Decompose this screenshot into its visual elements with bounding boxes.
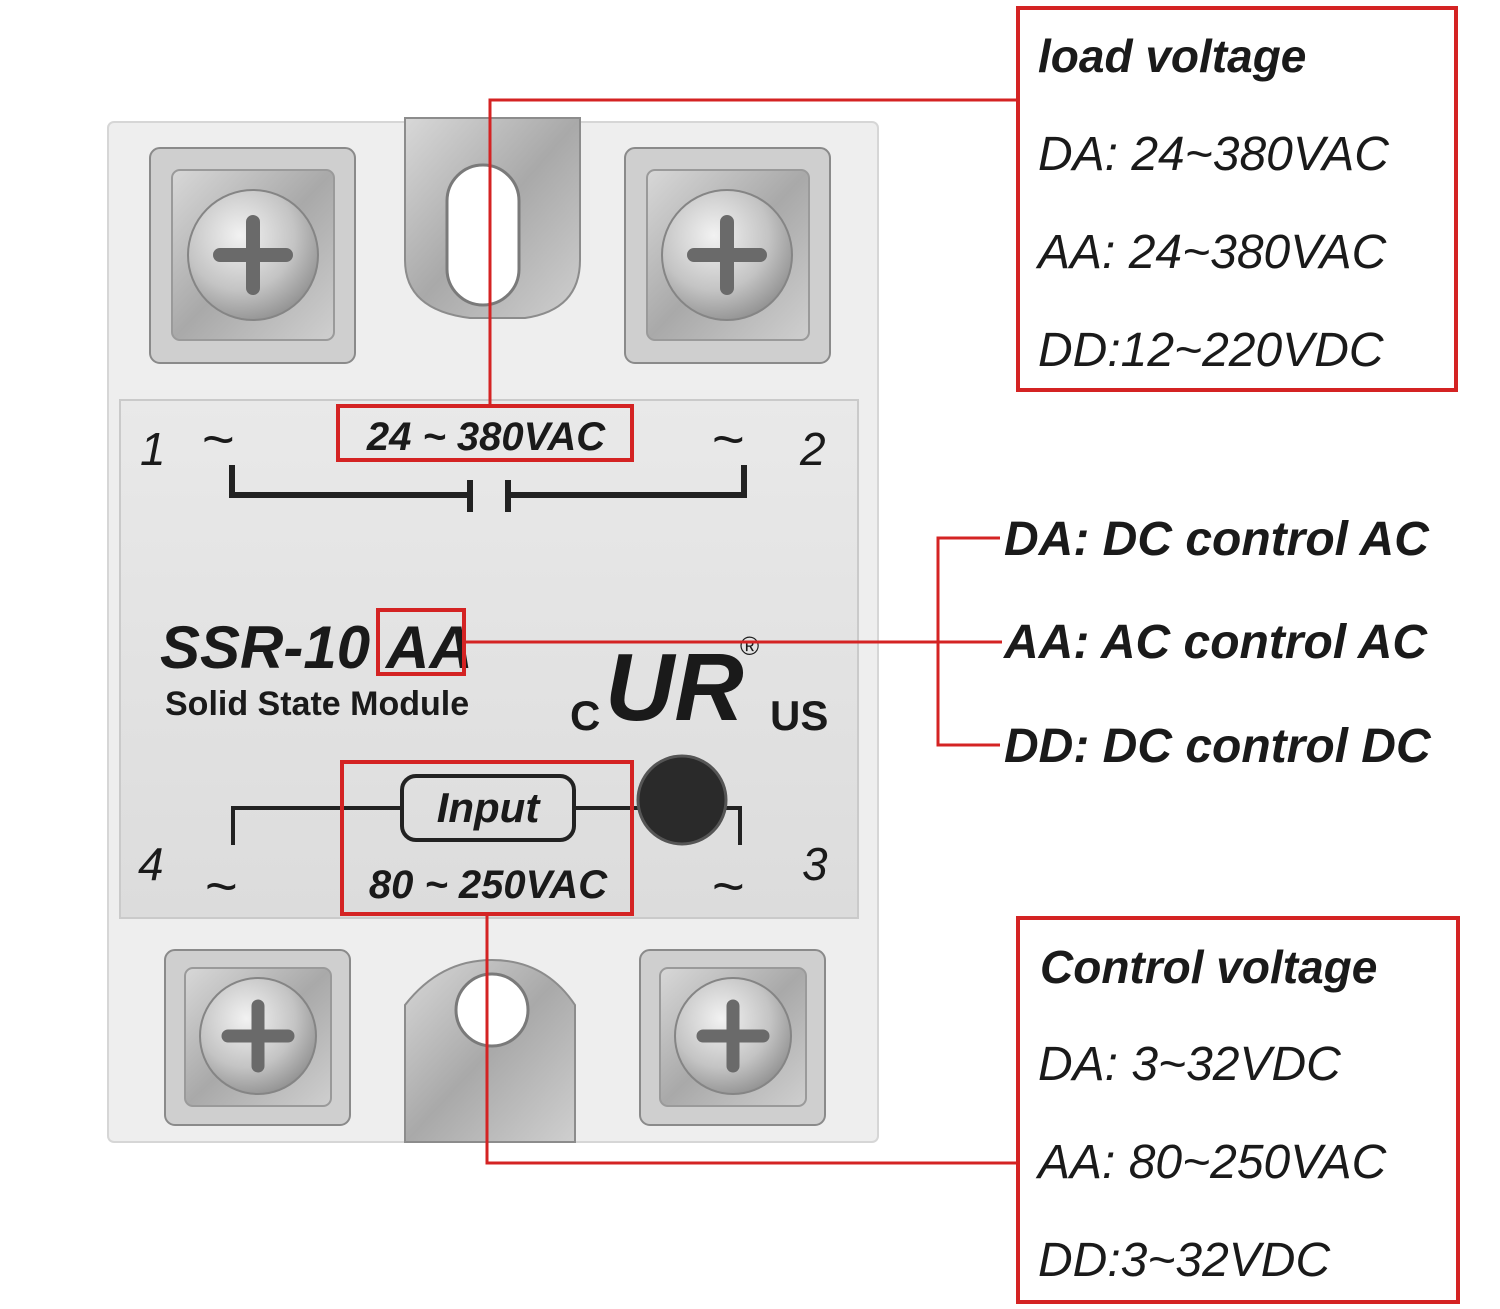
label-plate — [119, 399, 859, 919]
type-bracket — [936, 536, 1000, 747]
terminal-screw-2 — [624, 147, 831, 364]
terminal-screw-4 — [164, 949, 351, 1126]
ac-symbol-3: ~ — [712, 854, 745, 917]
control-leader-line — [485, 914, 1018, 1165]
status-led — [636, 754, 728, 846]
terminal-screw-1 — [149, 147, 356, 364]
certification-mark: C UR ® US — [570, 631, 828, 741]
load-voltage-box: load voltage DA: 24~380VAC AA: 24~380VAC… — [1016, 6, 1458, 392]
registered-mark: ® — [740, 631, 759, 661]
control-voltage-line-aa: AA: 80~250VAC — [1035, 1136, 1387, 1189]
load-voltage-line-da: DA: 24~380VAC — [1038, 128, 1389, 181]
load-voltage-line-aa: AA: 24~380VAC — [1035, 226, 1387, 279]
module-subtitle: Solid State Module — [165, 685, 469, 723]
cert-us-label: US — [770, 692, 828, 739]
ac-symbol-4: ~ — [205, 854, 238, 917]
model-prefix: SSR-10 — [160, 614, 370, 681]
load-leader-line — [488, 98, 1018, 406]
input-label: Input — [437, 784, 542, 831]
load-contact-symbol — [229, 465, 747, 512]
cert-c-label: C — [570, 692, 600, 739]
type-line-dd: DD: DC control DC — [1004, 720, 1432, 773]
control-voltage-line-dd: DD:3~32VDC — [1038, 1234, 1330, 1287]
bottom-mounting-bracket — [404, 958, 576, 1143]
input-rating-label: 80 ~ 250VAC — [369, 863, 608, 907]
control-voltage-box: Control voltage DA: 3~32VDC AA: 80~250VA… — [1016, 916, 1460, 1304]
top-mounting-bracket — [404, 117, 581, 319]
type-line-da: DA: DC control AC — [1004, 513, 1430, 566]
terminal-number-4: 4 — [138, 838, 164, 890]
terminal-number-2: 2 — [799, 423, 826, 475]
load-rating-highlight — [336, 404, 634, 462]
terminal-number-3: 3 — [802, 838, 828, 890]
ac-symbol-2: ~ — [712, 407, 745, 470]
model-suffix: AA — [384, 614, 473, 681]
relay-type-list: DA: DC control AC AA: AC control AC DD: … — [1003, 513, 1432, 773]
terminal-screw-3 — [639, 949, 826, 1126]
load-voltage-title: load voltage — [1038, 30, 1306, 82]
load-voltage-line-dd: DD:12~220VDC — [1038, 324, 1384, 377]
ur-mark: UR — [605, 634, 744, 741]
input-circuit-symbol — [231, 774, 742, 845]
callout-lines — [336, 98, 1018, 1165]
control-voltage-title: Control voltage — [1040, 941, 1377, 993]
terminal-number-1: 1 — [140, 423, 166, 475]
type-line-aa: AA: AC control AC — [1003, 616, 1428, 669]
ac-symbol-1: ~ — [202, 407, 235, 470]
load-rating-label: 24 ~ 380VAC — [366, 415, 606, 459]
relay-housing: 1 2 4 3 ~ ~ ~ ~ 24 ~ 380VAC SSR-10 AA So… — [107, 117, 879, 1143]
control-voltage-line-da: DA: 3~32VDC — [1038, 1038, 1341, 1091]
